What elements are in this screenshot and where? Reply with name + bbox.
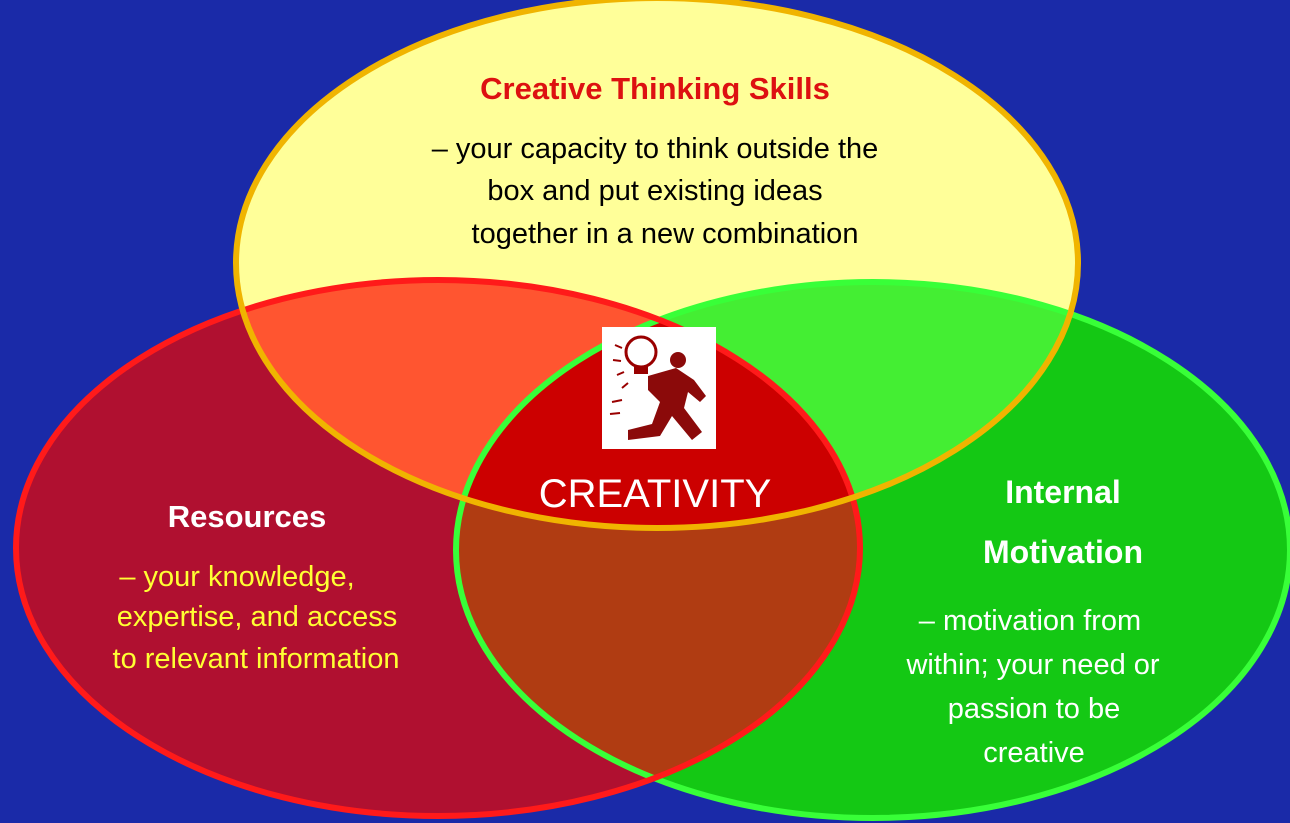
- resources-desc-line: to relevant information: [113, 643, 400, 675]
- motivation-desc-line: passion to be: [948, 693, 1121, 725]
- lightbulb-runner-icon: [602, 327, 716, 449]
- motivation-desc-line: within; your need or: [905, 649, 1159, 681]
- motivation-title-line: Motivation: [983, 534, 1143, 570]
- thinking-skills-desc-line: box and put existing ideas: [487, 175, 822, 207]
- resources-desc-line: expertise, and access: [117, 601, 397, 633]
- creativity-label: CREATIVITY: [539, 472, 772, 516]
- motivation-circle-outline: [453, 279, 1290, 821]
- motivation-desc-line: – motivation from: [919, 605, 1141, 637]
- resources-circle-outline: [13, 277, 863, 819]
- motivation-desc-line: creative: [983, 737, 1085, 769]
- thinking-skills-desc-line: together in a new combination: [472, 218, 859, 250]
- resources-title: Resources: [168, 499, 327, 534]
- thinking-skills-desc-line: – your capacity to think outside the: [432, 133, 879, 165]
- resources-desc-line: – your knowledge,: [119, 561, 354, 593]
- thinking-skills-title: Creative Thinking Skills: [480, 71, 830, 106]
- motivation-title-line: Internal: [1005, 474, 1121, 510]
- thinking-skills-circle-outline: [233, 0, 1081, 531]
